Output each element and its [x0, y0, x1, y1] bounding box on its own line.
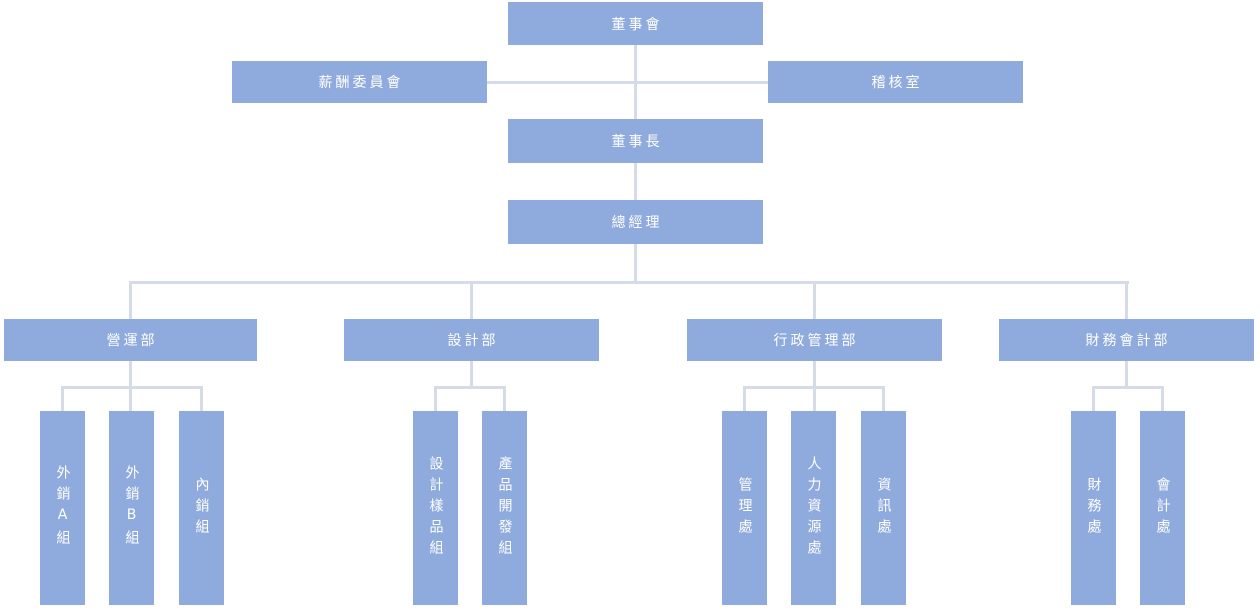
- connector-to-domestic-sales: [200, 389, 203, 411]
- node-domestic-sales-team: 內銷組: [179, 411, 224, 605]
- connector-to-management-office: [743, 389, 746, 411]
- node-admin-mgmt-dept: 行政管理部: [687, 319, 942, 361]
- node-export-team-b: 外銷B組: [109, 411, 154, 605]
- node-management-office: 管理處: [722, 411, 767, 605]
- connector-to-design-sample: [434, 389, 437, 411]
- connector-to-accounting-office: [1161, 389, 1164, 411]
- node-board-of-directors: 董事會: [508, 2, 763, 45]
- node-design-dept: 設計部: [344, 319, 599, 361]
- node-hr-office: 人力資源處: [791, 411, 836, 605]
- node-compensation-committee: 薪酬委員會: [232, 61, 487, 103]
- node-accounting-office: 會計處: [1140, 411, 1185, 605]
- node-chairman: 董事長: [508, 119, 763, 163]
- node-design-sample-team: 設計樣品組: [413, 411, 458, 605]
- connector-operations-line: [61, 386, 203, 389]
- connector-admin-line: [743, 386, 885, 389]
- connector-to-operations-dept: [129, 284, 132, 319]
- node-operations-dept: 營運部: [4, 319, 257, 361]
- node-finance-office: 財務處: [1071, 411, 1116, 605]
- node-export-team-a: 外銷A組: [40, 411, 85, 605]
- node-general-manager: 總經理: [508, 200, 763, 244]
- node-info-office: 資訊處: [861, 411, 906, 605]
- connector-to-export-a: [61, 389, 64, 411]
- connector-design-stem: [470, 361, 473, 386]
- connector-to-finance-dept: [1125, 284, 1128, 319]
- connector-distribution-line: [129, 281, 1129, 284]
- connector-finance-line: [1092, 386, 1164, 389]
- connector-to-design-dept: [470, 284, 473, 319]
- connector-committees-line: [487, 81, 768, 84]
- node-finance-accounting-dept: 財務會計部: [999, 319, 1254, 361]
- connector-to-product-dev: [503, 389, 506, 411]
- connector-finance-stem: [1125, 361, 1128, 386]
- connector-to-finance-office: [1092, 389, 1095, 411]
- connector-design-line: [434, 386, 506, 389]
- connector-chairman-to-gm: [634, 163, 637, 200]
- connector-to-admin-dept: [813, 284, 816, 319]
- connector-to-info-office: [882, 389, 885, 411]
- connector-gm-to-distribution: [634, 244, 637, 284]
- node-product-dev-team: 產品開發組: [482, 411, 527, 605]
- node-audit-office: 稽核室: [768, 61, 1023, 103]
